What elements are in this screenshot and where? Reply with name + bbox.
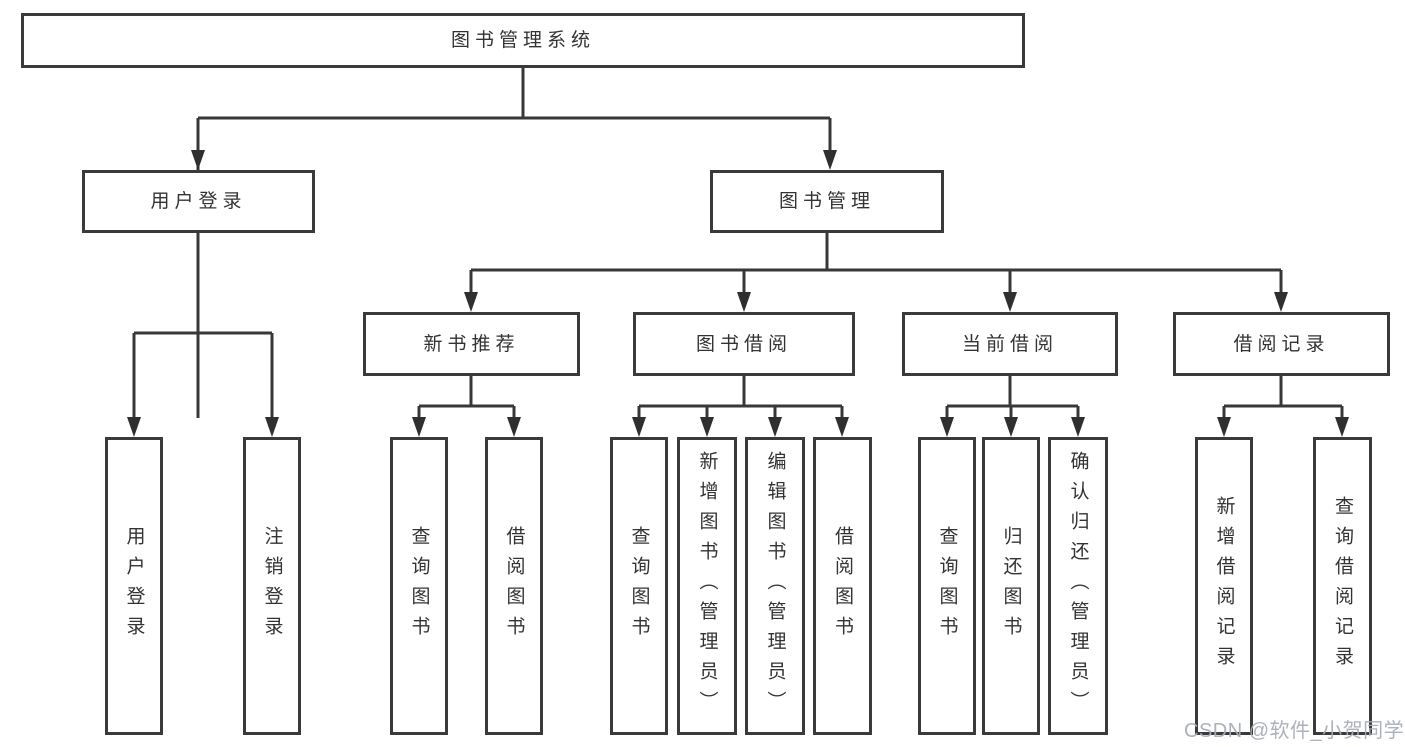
arrowhead	[191, 150, 205, 170]
arrowhead	[464, 292, 478, 312]
node-book-borrowing: 图书借阅	[633, 312, 855, 376]
node-user-login: 用户登录	[82, 170, 315, 233]
arrowhead	[700, 417, 714, 437]
arrowhead	[265, 417, 279, 437]
arrowhead	[737, 292, 751, 312]
node-edit-books-admin: 编辑图书（管理员）	[745, 437, 805, 735]
node-current-borrowing: 当前借阅	[902, 312, 1118, 376]
arrowhead	[835, 417, 849, 437]
node-return-books: 归还图书	[982, 437, 1040, 735]
current-borrowing-connector	[940, 376, 1085, 437]
arrowhead	[127, 417, 141, 437]
node-query-books-current: 查询图书	[918, 437, 976, 735]
arrowhead	[823, 150, 837, 170]
arrowhead	[1004, 417, 1018, 437]
new-book-recommendation-connector	[412, 376, 521, 437]
arrowhead	[768, 417, 782, 437]
arrowhead	[632, 417, 646, 437]
node-book-management: 图书管理	[710, 170, 944, 233]
arrowhead	[412, 417, 426, 437]
node-user-login-action: 用户登录	[105, 437, 163, 735]
arrowhead	[940, 417, 954, 437]
node-query-borrow-record: 查询借阅记录	[1313, 437, 1372, 735]
borrowing-records-connector	[1217, 376, 1349, 437]
node-borrow-books-borrowing: 借阅图书	[813, 437, 872, 735]
node-query-books-recommend: 查询图书	[390, 437, 448, 735]
node-add-borrow-record: 新增借阅记录	[1195, 437, 1253, 735]
node-borrow-books-recommend: 借阅图书	[485, 437, 543, 735]
arrowhead	[1274, 292, 1288, 312]
node-add-books-admin: 新增图书（管理员）	[677, 437, 737, 735]
book-management-connector	[464, 233, 1288, 312]
arrowhead	[1217, 417, 1231, 437]
watermark: CSDN @软件_小贺同学	[1184, 720, 1405, 742]
root-connector	[191, 68, 837, 418]
node-borrowing-records: 借阅记录	[1173, 312, 1390, 376]
arrowhead	[1003, 292, 1017, 312]
node-confirm-return-admin: 确认归还（管理员）	[1048, 437, 1108, 735]
user-login-connector	[127, 233, 279, 437]
node-new-book-recommendation: 新书推荐	[363, 312, 580, 376]
node-logout-action: 注销登录	[243, 437, 301, 735]
book-borrowing-connector	[632, 376, 849, 437]
arrowhead	[1335, 417, 1349, 437]
arrowhead	[507, 417, 521, 437]
arrowhead	[1071, 417, 1085, 437]
node-library-system: 图书管理系统	[21, 13, 1025, 68]
node-query-books-borrowing: 查询图书	[610, 437, 668, 735]
